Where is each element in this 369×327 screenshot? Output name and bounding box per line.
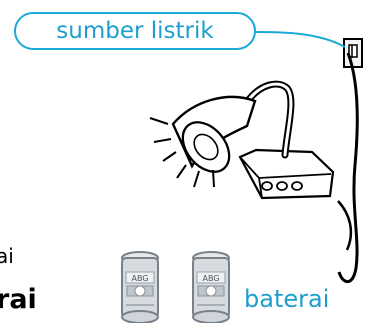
power-outlet-icon bbox=[344, 39, 362, 67]
battery-brand-label: ABG bbox=[131, 274, 148, 283]
callout-line bbox=[256, 32, 345, 47]
battery-icon: ABG bbox=[193, 252, 229, 323]
cut-off-text-top: ai bbox=[0, 246, 14, 266]
power-source-text: sumber listrik bbox=[56, 18, 213, 44]
battery-icon: ABG bbox=[122, 252, 158, 323]
power-source-label: sumber listrik bbox=[14, 12, 256, 50]
cut-off-text-bottom: rai bbox=[0, 286, 37, 313]
battery-brand-label: ABG bbox=[202, 274, 219, 283]
battery-label: baterai bbox=[244, 287, 329, 311]
desk-lamp-icon bbox=[150, 53, 357, 282]
